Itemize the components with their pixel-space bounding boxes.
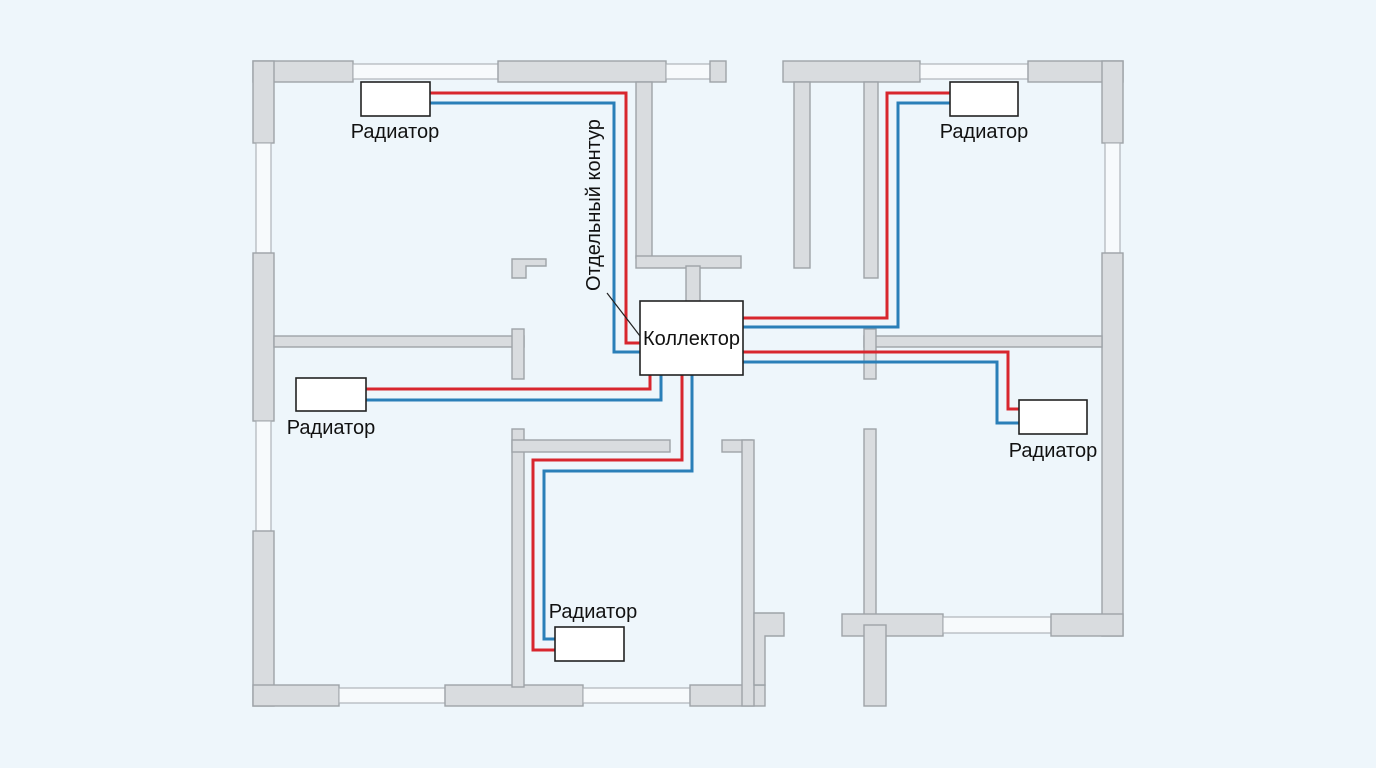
return-pipe-top-right <box>743 101 950 329</box>
walls <box>252 60 1124 707</box>
wall-right-partition <box>863 335 1103 348</box>
wall-bottom-room-right <box>741 439 755 707</box>
radiators <box>295 81 1088 662</box>
supply-pipe-mid-left <box>366 375 652 391</box>
window-right <box>1104 142 1121 254</box>
wall-right-corridor-right <box>863 81 879 279</box>
radiator-label-bottom: Радиатор <box>549 601 638 623</box>
radiator-label-top-left: Радиатор <box>351 121 440 143</box>
radiator-label-top-right: Радиатор <box>940 121 1029 143</box>
wall-right-partition-stub <box>863 328 877 380</box>
outer-wall-left-lower <box>252 530 275 707</box>
radiator-top-right <box>949 81 1019 117</box>
outer-wall-left-mid <box>252 252 275 422</box>
outer-wall-bottom-mid <box>444 684 584 707</box>
window-left-upper <box>255 142 272 254</box>
wall-stub-l <box>511 258 547 279</box>
radiator-bottom <box>554 626 625 662</box>
radiator-mid-left <box>295 377 367 412</box>
collector-label: Коллектор <box>643 328 740 350</box>
collector-box <box>639 300 744 376</box>
separate-circuit-label: Отдельный контур <box>583 119 605 291</box>
radiator-label-mid-right: Радиатор <box>1009 440 1098 462</box>
window-bottom-left <box>338 687 446 704</box>
wall-center-vertical-upper <box>635 81 653 259</box>
wall-bottom-room-top <box>511 439 671 453</box>
outer-wall-left-upper <box>252 60 275 144</box>
supply-pipe-bottom <box>531 375 684 652</box>
radiator-mid-right <box>1018 399 1088 435</box>
wall-bottom-room-left <box>511 428 525 688</box>
labels: Коллектор Радиатор Радиатор Радиатор Рад… <box>287 119 1098 623</box>
return-pipe-bottom <box>542 375 694 641</box>
outer-wall-top-mid <box>497 60 667 83</box>
wall-right-corridor-left <box>793 81 811 269</box>
wall-partition-left-stub <box>511 328 525 380</box>
radiator-label-mid-left: Радиатор <box>287 417 376 439</box>
outer-wall-bottom-left <box>252 684 340 707</box>
outer-wall-right-lower <box>1101 252 1124 637</box>
pipes <box>366 91 1019 652</box>
window-top-left <box>352 63 499 80</box>
outer-wall-right-upper <box>1101 60 1124 144</box>
wall-center-stub <box>685 265 701 303</box>
window-top-center <box>665 63 711 80</box>
window-top-right <box>919 63 1029 80</box>
outer-wall-top-right-a <box>782 60 921 83</box>
supply-pipe-mid-right <box>743 350 1019 411</box>
return-pipe-mid-right <box>743 360 1019 425</box>
outer-wall-bottom-right-a <box>841 613 944 637</box>
radiator-top-left <box>360 81 431 117</box>
window-left-lower <box>255 420 272 532</box>
wall-right-room-left <box>863 428 877 626</box>
outer-wall-bottom-right-b <box>1050 613 1124 637</box>
wall-bottom-room-notch <box>753 612 785 686</box>
wall-partition-left <box>273 335 525 348</box>
window-bottom-center <box>582 687 691 704</box>
return-pipe-top-left <box>430 101 640 354</box>
supply-pipe-top-right <box>743 91 950 320</box>
outer-wall-top-end <box>709 60 727 83</box>
return-pipe-mid-left <box>366 375 663 402</box>
supply-pipe-top-left <box>430 91 640 345</box>
wall-right-bottom-leg <box>863 624 887 707</box>
window-bottom-right <box>942 616 1052 634</box>
separate-circuit-leader <box>606 292 641 337</box>
